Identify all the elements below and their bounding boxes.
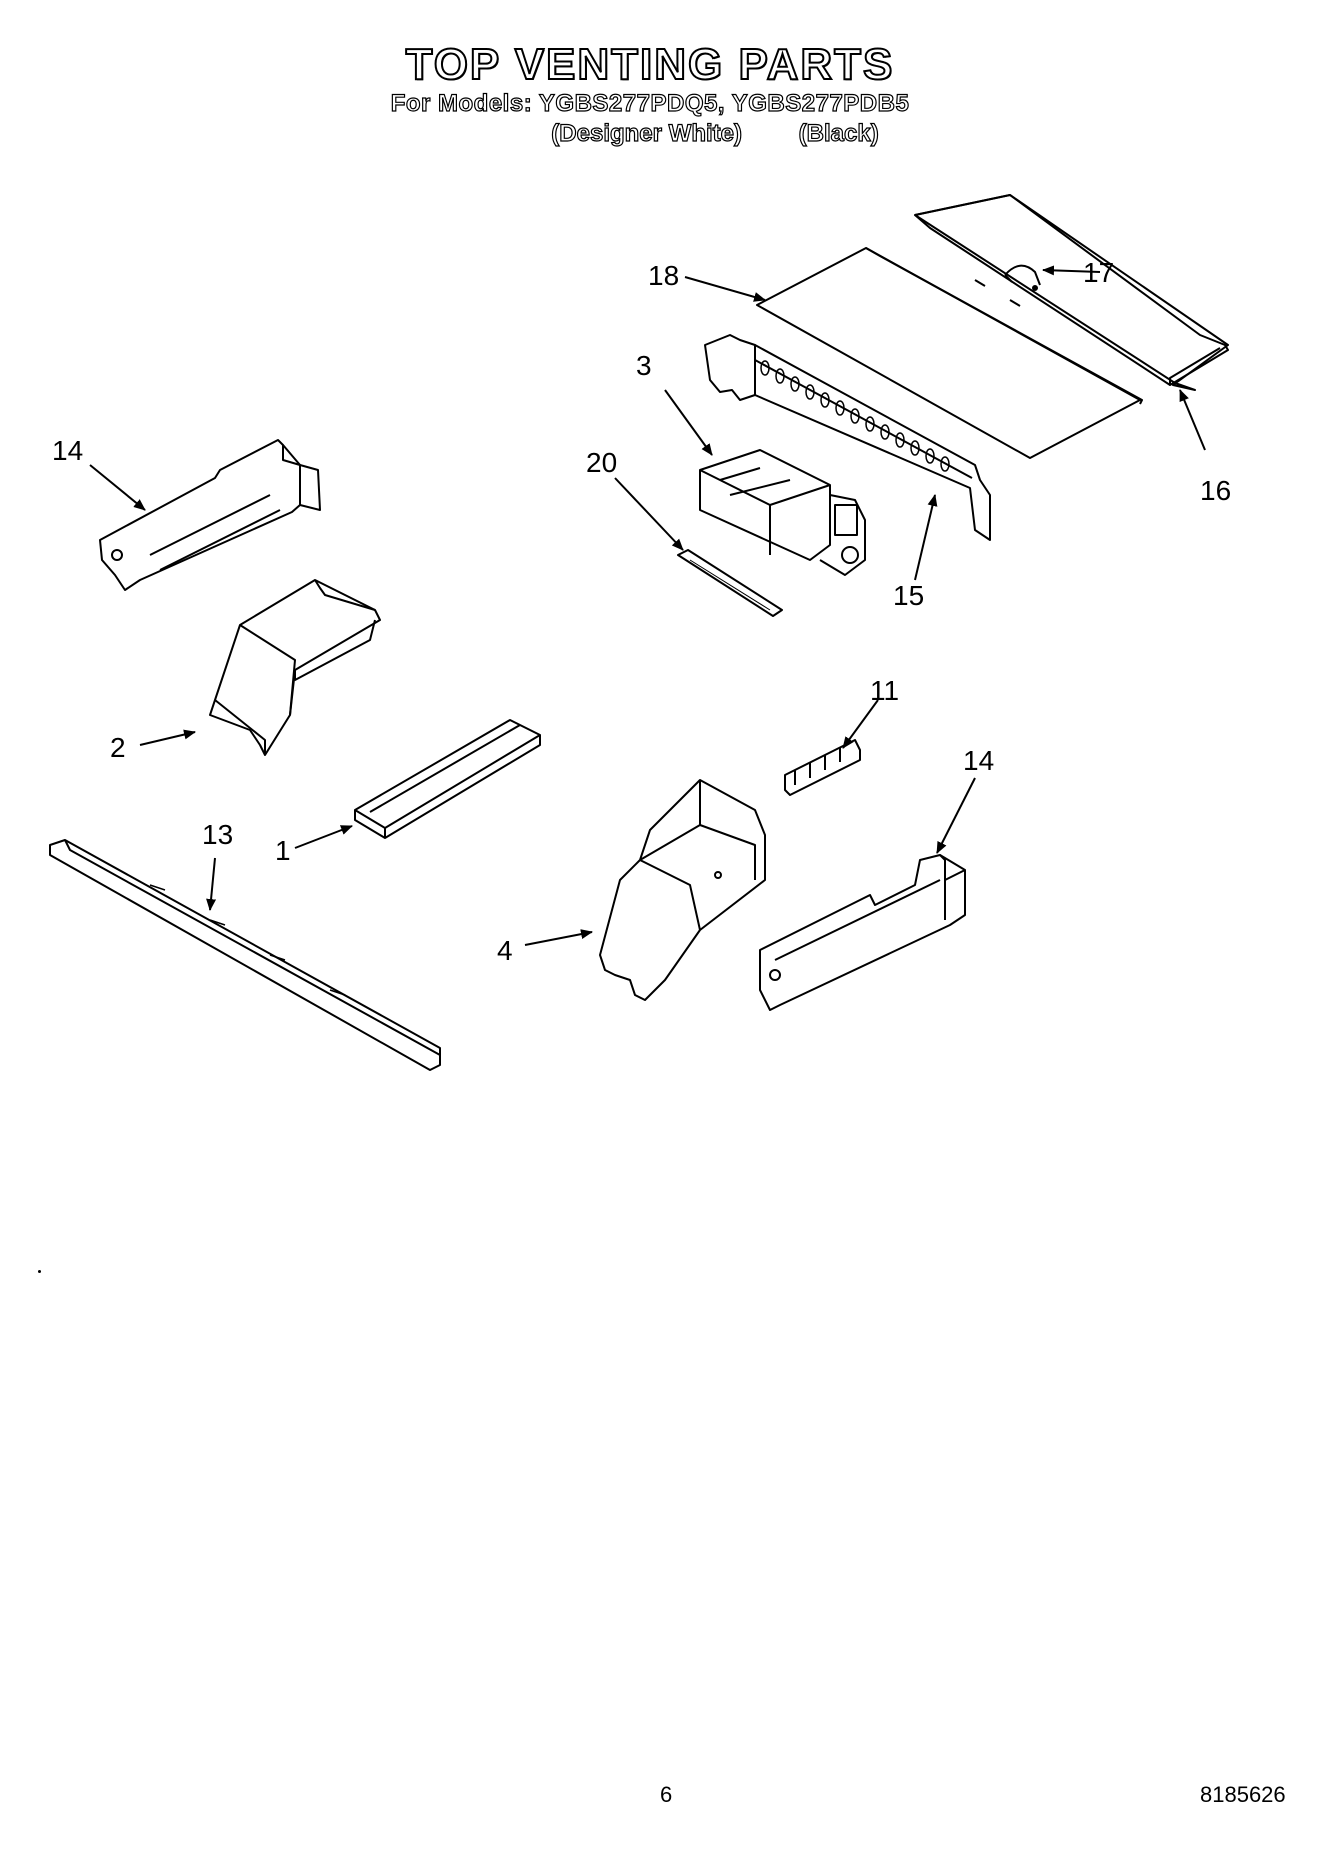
callout-4: 4 [497, 935, 513, 966]
callout-16: 16 [1200, 475, 1231, 506]
callout-11: 11 [870, 675, 899, 706]
part-15-vent-rail [704, 334, 991, 541]
callout-14-left: 14 [52, 435, 83, 466]
part-11-terminal-block [784, 739, 861, 796]
callout-1: 1 [275, 835, 291, 866]
color-black: (Black) [798, 119, 879, 147]
models-line: For Models: YGBS277PDQ5, YGBS277PDB5 [390, 89, 910, 117]
callout-18: 18 [648, 260, 679, 291]
leader-lines [89, 265, 1206, 946]
part-14-bracket-left [99, 439, 321, 591]
page-number: 6 [660, 1782, 673, 1807]
part-14-bracket-right [759, 854, 966, 1011]
callout-15: 15 [893, 580, 924, 611]
callout-3: 3 [636, 350, 652, 381]
callout-13: 13 [202, 819, 233, 850]
part-2-vent-duct [209, 579, 381, 756]
callout-2: 2 [110, 732, 126, 763]
callout-14-right: 14 [963, 745, 994, 776]
part-13-long-rail [49, 839, 441, 1071]
part-20-strip [677, 549, 783, 617]
color-designer-white: (Designer White) [551, 119, 743, 147]
part-17-clip [1004, 264, 1041, 291]
callout-17: 17 [1083, 257, 1114, 288]
callout-20: 20 [586, 447, 617, 478]
callout-labels: 18 17 3 16 14 20 15 2 11 13 1 14 4 [52, 257, 1231, 966]
part-16-cover-plate [914, 194, 1229, 391]
model-colors: (Designer White) (Black) [0, 119, 1300, 148]
part-18-top-panel [756, 247, 1143, 459]
part-4-heat-shield [599, 779, 766, 1001]
part-3-motor-assembly [699, 449, 866, 576]
page-title: TOP VENTING PARTS [405, 39, 895, 90]
document-number: 8185626 [1200, 1782, 1286, 1807]
part-1-channel [354, 719, 541, 839]
stray-dot [38, 1270, 41, 1273]
